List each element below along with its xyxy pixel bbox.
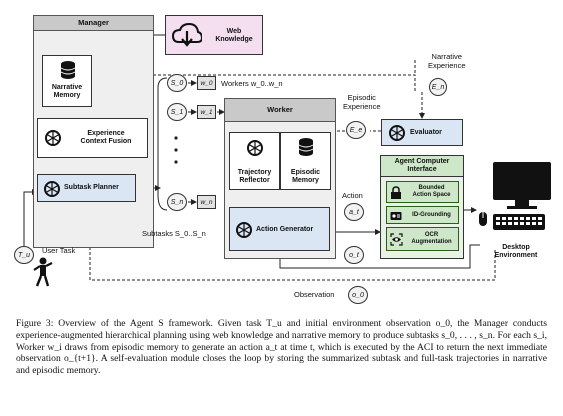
worker-wn: w_n [197, 195, 216, 209]
aci-item-label: Bounded Action Space [412, 185, 451, 198]
subtask-planner-label: Subtask Planner [64, 184, 119, 191]
evaluator-label: Evaluator [410, 129, 442, 136]
aci-item-bounded-action-space: Bounded Action Space [386, 181, 459, 203]
trajectory-reflector-label: Trajectory Reflector [237, 169, 272, 184]
worker-w0: w_0 [197, 76, 216, 90]
web-knowledge-label: Web Knowledge [215, 28, 253, 43]
experience-context-fusion-label: Experience Context Fusion [80, 130, 132, 145]
aci-title: Agent Computer Interface [381, 156, 463, 177]
openai-icon [247, 140, 263, 156]
action-label: Action [342, 191, 363, 200]
openai-icon [236, 222, 252, 238]
openai-icon [389, 125, 405, 141]
subtask-s0: S_0 [167, 74, 187, 92]
action-generator-box: Action Generator [229, 207, 330, 251]
trajectory-reflector-box: Trajectory Reflector [229, 132, 280, 190]
lock-icon [391, 186, 401, 199]
narrative-memory-box: Narrative Memory [42, 55, 92, 107]
evaluator-box: Evaluator [381, 119, 463, 146]
workers-label: Workers w_0..w_n [221, 79, 283, 88]
user-to-planner-arrow [23, 189, 38, 246]
web-knowledge-box: Web Knowledge [165, 15, 263, 55]
episodic-experience-label: Episodic Experience [343, 93, 381, 111]
episodic-memory-label: Episodic Memory [290, 169, 321, 184]
aci-item-id-grounding: ID-Grounding [386, 206, 459, 224]
subtasks-label: Subtasks S_0..S_n [142, 229, 206, 238]
ot-loop-arrow [277, 244, 480, 269]
aci-item-label: ID-Grounding [412, 212, 451, 218]
action-generator-label: Action Generator [256, 226, 314, 233]
subtasks-bracket [157, 77, 168, 211]
cloud-download-icon [172, 22, 202, 47]
user-task-symbol: T_u [14, 246, 34, 264]
worker-w1: w_1 [197, 105, 216, 119]
database-icon [60, 61, 76, 79]
eye-scan-icon [390, 233, 403, 246]
aci-item-label: OCR Augmentation [411, 232, 452, 245]
observation-label: Observation [294, 290, 335, 299]
worker-title: Worker [225, 99, 335, 122]
experience-context-fusion-box: Experience Context Fusion [37, 118, 148, 158]
user-task-label: User Task [42, 246, 76, 255]
openai-icon [45, 130, 61, 146]
desktop-environment: Desktop Environment [475, 160, 557, 260]
desktop-environment-label: Desktop Environment [494, 244, 538, 259]
user-figure-icon [33, 257, 53, 287]
database-icon [298, 138, 314, 156]
narrative-experience-label: Narrative Experience [428, 52, 466, 70]
subtask-planner-box: Subtask Planner [37, 174, 136, 202]
episodic-memory-box: Episodic Memory [280, 132, 331, 190]
observation-symbol: o_0 [348, 286, 368, 304]
narrative-memory-label: Narrative Memory [51, 84, 83, 99]
manager-title: Manager [34, 16, 153, 31]
openai-icon [44, 181, 60, 197]
computer-icon [479, 162, 551, 230]
subtask-s1: S_1 [167, 103, 187, 121]
narrative-loop-dashed [153, 74, 416, 92]
narrative-experience-symbol: E_n [429, 78, 447, 96]
id-card-icon [390, 212, 402, 220]
subtask-sn: S_n [167, 193, 187, 211]
aci-item-ocr-augmentation: OCR Augmentation [386, 227, 459, 251]
ellipsis-dots [174, 136, 178, 164]
action-symbol: a_t [344, 203, 364, 221]
observation-t-symbol: o_t [344, 246, 364, 264]
episodic-experience-symbol: E_e [346, 121, 366, 139]
figure-caption: Figure 3: Overview of the Agent S framew… [16, 318, 547, 377]
